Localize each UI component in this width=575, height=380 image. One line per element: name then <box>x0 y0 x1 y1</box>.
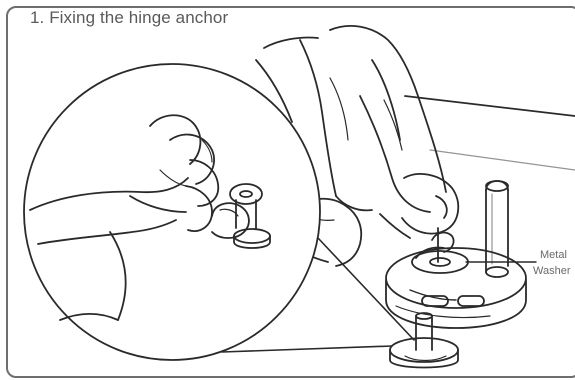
callout-label-line2: Washer <box>533 264 571 279</box>
callout-label-line1: Metal <box>540 248 567 263</box>
projection-line-top <box>318 238 414 340</box>
bottom-screw <box>390 313 458 368</box>
hinge-plate <box>386 248 526 328</box>
table-edge-lower <box>430 150 575 170</box>
table-edge <box>405 96 575 116</box>
metal-washer <box>412 228 468 273</box>
step-title: 1. Fixing the hinge anchor <box>30 8 228 28</box>
projection-line-bottom <box>222 346 392 352</box>
